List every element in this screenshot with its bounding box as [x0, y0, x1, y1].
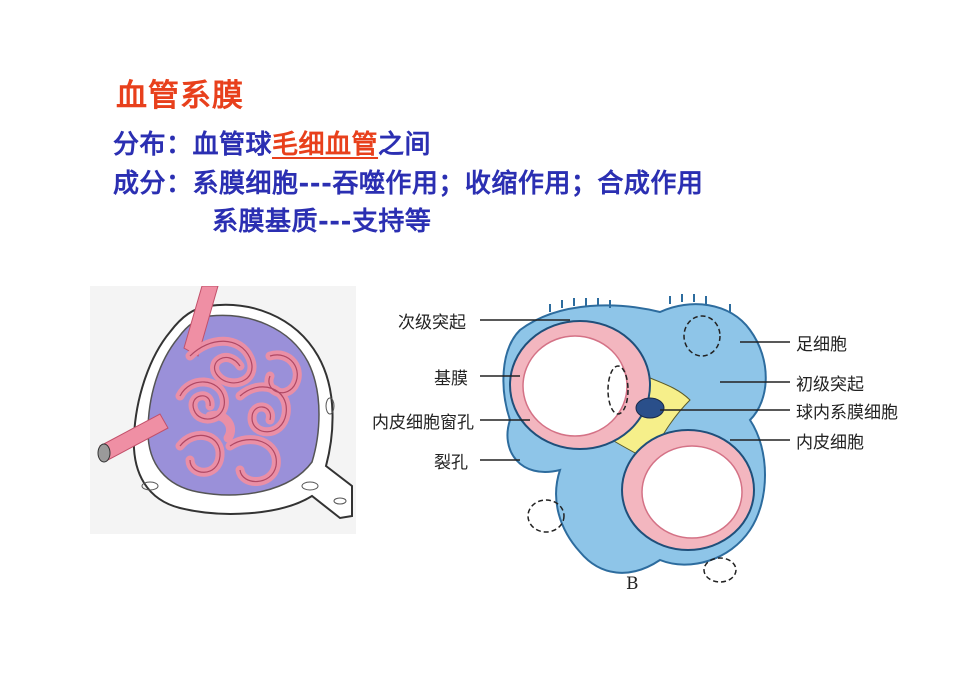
capillary-highlight: 毛细血管	[272, 130, 379, 160]
label-basement-membrane: 基膜	[434, 369, 468, 389]
glomerulus-illustration	[90, 285, 356, 534]
slide-title: 血管系膜	[116, 78, 244, 114]
distribution-line: 分布：血管球毛细血管之间	[113, 124, 431, 161]
composition-label: 成分：	[113, 169, 193, 199]
distribution-label: 分布：	[113, 130, 193, 160]
distribution-text-after: 之间	[378, 130, 432, 160]
panel-letter: B	[626, 574, 639, 594]
label-endothelial-fenestration: 内皮细胞窗孔	[372, 413, 474, 433]
composition-line-2: 系膜基质---支持等	[212, 207, 432, 237]
composition-mesangial-cells: 系膜细胞---吞噬作用；收缩作用；合成作用	[192, 169, 704, 199]
label-podocyte: 足细胞	[796, 335, 847, 355]
label-primary-process: 初级突起	[796, 375, 864, 395]
label-intraglomerular-mesangial-cell: 球内系膜细胞	[796, 403, 898, 423]
composition-line-1: 成分：系膜细胞---吞噬作用；收缩作用；合成作用	[113, 163, 703, 200]
distribution-text-before: 血管球	[192, 130, 273, 160]
label-slit-pore: 裂孔	[434, 453, 468, 473]
label-endothelial-cell: 内皮细胞	[796, 433, 864, 453]
label-secondary-process: 次级突起	[398, 313, 466, 333]
mesangium-cross-section: 次级突起 基膜 内皮细胞窗孔 裂孔 足细胞 初级突起 球内系膜细胞 内皮细胞 B	[370, 290, 910, 600]
